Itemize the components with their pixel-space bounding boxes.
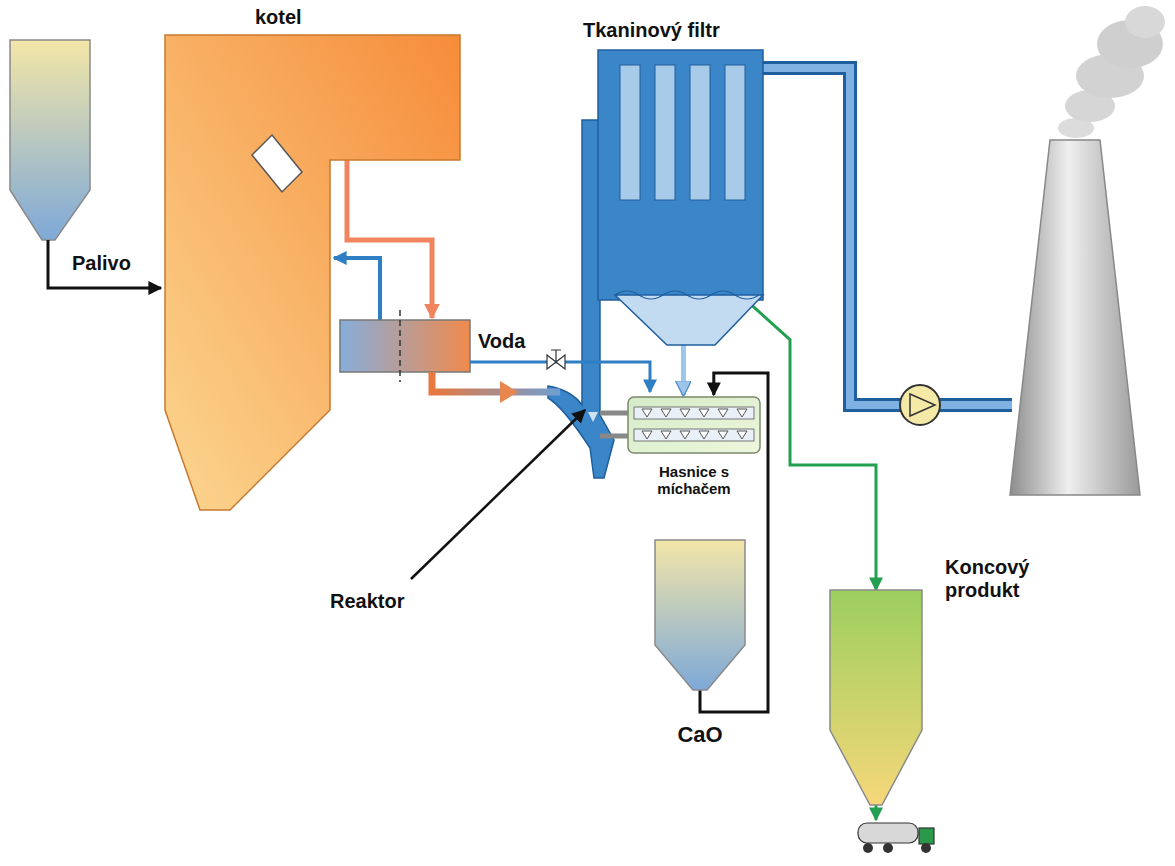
boiler-text-holder: kotel	[255, 6, 302, 29]
lime-silo-label: CaO	[655, 722, 745, 747]
truck-cab	[919, 828, 934, 844]
product-silo-text-holder: Koncový produkt	[945, 556, 1070, 602]
smoke	[1125, 6, 1165, 38]
callout-label: Reaktor	[330, 590, 404, 613]
chimney	[1010, 140, 1140, 495]
fabric-filter-label: Tkaninový filtr	[583, 19, 720, 42]
hydrator-text-holder: Hasnice s míchačem	[628, 463, 760, 498]
truck-tank	[858, 823, 918, 843]
air-return-line	[334, 258, 380, 320]
product-silo-outline	[830, 590, 922, 805]
stream-label-holder: Voda	[478, 330, 525, 353]
filter-bag	[620, 65, 640, 200]
product-outlet	[875, 805, 878, 820]
exchanger-divider	[399, 310, 401, 382]
hydrator-outlets	[600, 413, 628, 436]
fuel-silo	[10, 40, 90, 240]
water-line	[470, 362, 650, 392]
lime-silo-outline	[655, 540, 745, 690]
dust-surface	[615, 291, 759, 299]
fan-symbol	[910, 394, 935, 416]
fan	[900, 385, 940, 425]
mixer-paddles	[642, 409, 747, 439]
lime-silo-shape	[655, 540, 745, 690]
filter-body	[598, 50, 763, 300]
product-line	[750, 304, 876, 590]
flue-gas-line	[347, 160, 432, 318]
flue-to-reactor	[432, 372, 560, 392]
fuel-line	[48, 240, 161, 288]
boiler-baffle	[252, 135, 302, 192]
hydrator-outline	[628, 395, 760, 455]
stream-label: Voda	[478, 330, 525, 353]
boiler-outline	[165, 35, 460, 510]
callout-label-holder: Reaktor	[330, 590, 404, 613]
truck-wheel	[863, 843, 873, 853]
product-silo: Koncový produkt	[830, 590, 922, 805]
stream-label: Palivo	[72, 252, 131, 275]
fabric-filter-text-holder: Tkaninový filtr	[583, 19, 720, 42]
fabric-filter: Tkaninový filtr	[595, 50, 763, 345]
hydrator-label: Hasnice s míchačem	[644, 463, 744, 498]
outlet-duct-wall	[763, 68, 1012, 405]
truck-wheel	[921, 843, 931, 853]
valve-stem	[551, 350, 561, 362]
filter-hopper	[615, 295, 763, 345]
fabric-filter-outline	[595, 50, 763, 345]
boiler-shape	[165, 35, 460, 510]
lime-silo: CaO	[655, 540, 745, 690]
filter-bag	[690, 65, 710, 200]
filter-bag	[655, 65, 675, 200]
reactor-leader	[411, 410, 585, 579]
outlet-duct	[763, 68, 1012, 405]
product-silo-shape	[830, 590, 922, 805]
sorbent-return-arrow	[681, 345, 686, 395]
truck-wheel	[883, 843, 893, 853]
filter-bag	[725, 65, 745, 200]
lime-silo-text-holder: CaO	[655, 722, 745, 747]
flue-arrowhead	[500, 381, 518, 403]
product-silo-label: Koncový produkt	[945, 556, 1070, 602]
hydrator-body	[628, 397, 760, 453]
heat-exchanger	[340, 320, 470, 372]
stream-label-holder: Palivo	[72, 252, 131, 275]
reactor-nozzle	[588, 412, 598, 422]
boiler-label: kotel	[255, 6, 302, 29]
boiler: kotel	[165, 35, 460, 510]
hydrator: Hasnice s míchačem	[628, 395, 760, 455]
